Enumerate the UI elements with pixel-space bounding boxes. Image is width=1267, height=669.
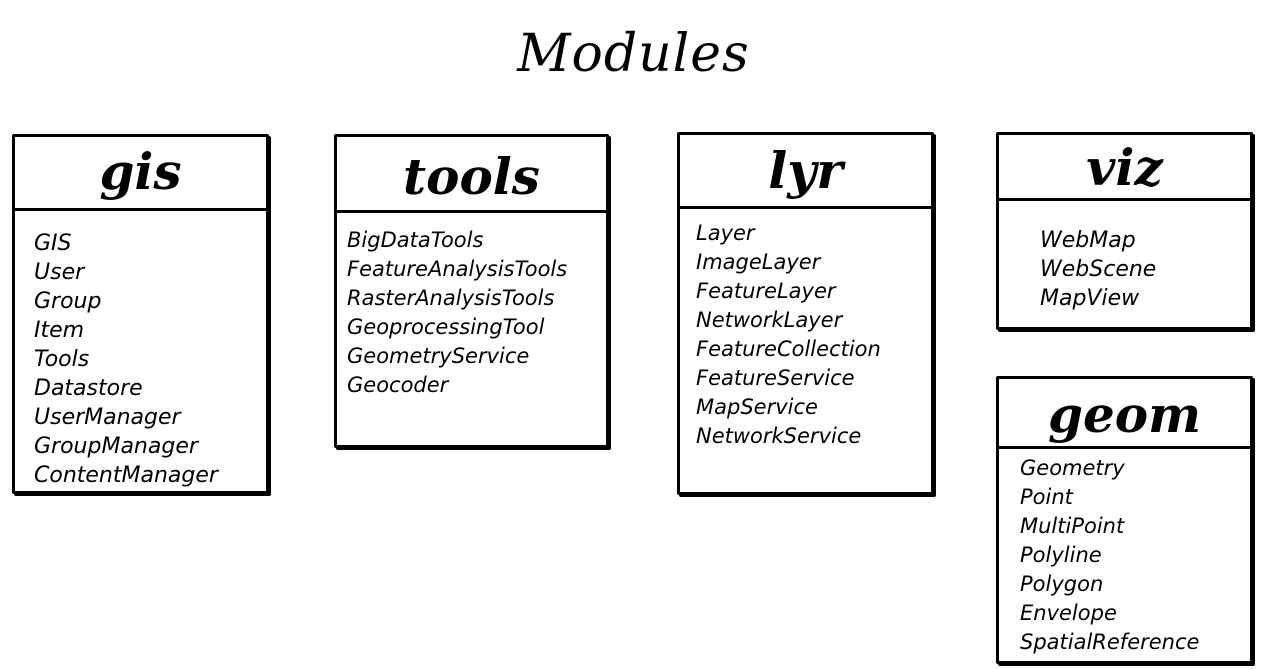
module-item: GeometryService [347, 344, 530, 368]
module-list-viz: WebMap WebScene MapView [999, 201, 1250, 313]
module-box-geom: geom Geometry Point MultiPoint Polyline … [996, 376, 1253, 664]
diagram-title: Modules [517, 24, 750, 84]
module-list-gis: GIS User Group Item Tools Datastore User… [15, 211, 266, 490]
module-list-tools: BigDataTools FeatureAnalysisTools Raster… [337, 213, 606, 400]
module-list-geom: Geometry Point MultiPoint Polyline Polyg… [999, 449, 1250, 657]
module-item: NetworkLayer [696, 308, 843, 332]
module-item: ImageLayer [696, 250, 821, 274]
module-item: Envelope [1020, 601, 1117, 625]
module-box-tools: tools BigDataTools FeatureAnalysisTools … [334, 134, 609, 448]
module-item: Geometry [1020, 456, 1125, 480]
module-item: GeoprocessingTool [347, 315, 545, 339]
module-header-tools: tools [337, 137, 606, 213]
module-item: FeatureCollection [696, 337, 881, 361]
module-header-viz: viz [999, 135, 1250, 201]
module-item: GroupManager [34, 434, 198, 459]
module-item: User [34, 260, 85, 285]
module-item: RasterAnalysisTools [347, 286, 555, 310]
module-item: FeatureAnalysisTools [347, 257, 568, 281]
module-item: FeatureLayer [696, 279, 836, 303]
module-item: BigDataTools [347, 228, 484, 252]
module-item: Polyline [1020, 543, 1102, 567]
module-item: MapView [1040, 286, 1140, 311]
module-item: MultiPoint [1020, 514, 1125, 538]
module-item: Tools [34, 347, 90, 372]
module-item: Point [1020, 485, 1073, 509]
module-item: Polygon [1020, 572, 1104, 596]
module-item: FeatureService [696, 366, 855, 390]
module-item: Layer [696, 221, 755, 245]
module-box-gis: gis GIS User Group Item Tools Datastore … [12, 134, 269, 494]
module-header-lyr: lyr [680, 135, 931, 209]
module-list-lyr: Layer ImageLayer FeatureLayer NetworkLay… [680, 209, 931, 451]
module-header-geom: geom [999, 379, 1250, 449]
module-item: GIS [34, 231, 72, 256]
module-item: ContentManager [34, 463, 218, 488]
module-header-gis: gis [15, 137, 266, 211]
module-item: WebScene [1040, 257, 1157, 282]
module-item: Datastore [34, 376, 143, 401]
module-item: Group [34, 289, 102, 314]
module-item: UserManager [34, 405, 181, 430]
module-item: Item [34, 318, 85, 343]
module-box-lyr: lyr Layer ImageLayer FeatureLayer Networ… [677, 132, 934, 495]
module-item: Geocoder [347, 373, 449, 397]
module-item: MapService [696, 395, 818, 419]
module-item: SpatialReference [1020, 630, 1200, 654]
module-box-viz: viz WebMap WebScene MapView [996, 132, 1253, 330]
module-item: NetworkService [696, 424, 862, 448]
module-item: WebMap [1040, 228, 1136, 253]
